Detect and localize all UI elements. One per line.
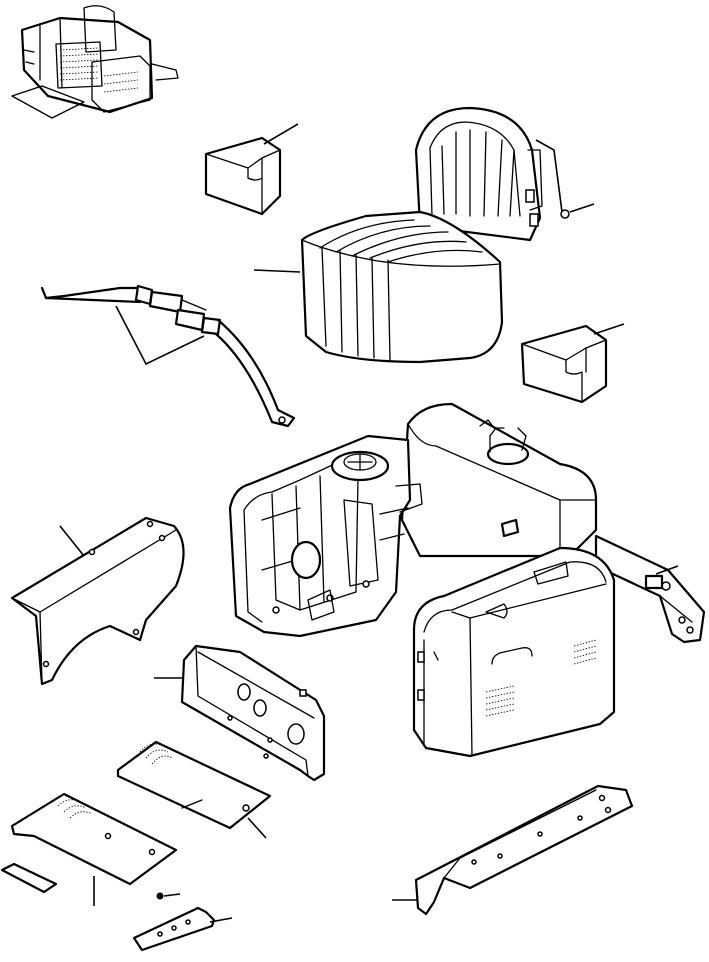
- tank-mount-bracket: [594, 534, 706, 644]
- leader-line-small-bracket: [209, 917, 233, 923]
- leader-line-armrest-right: [593, 323, 625, 335]
- rubber-strip: [0, 862, 58, 894]
- small-bracket: [132, 906, 216, 952]
- leader-line-side-cover: [59, 525, 85, 557]
- assembly-thumbnail: [11, 5, 179, 119]
- floor-plate-lower: [10, 792, 178, 886]
- floor-plate-upper: [116, 740, 272, 830]
- seat-cushion: [300, 210, 504, 364]
- leader-line-armrest-left: [263, 123, 299, 145]
- side-cover-left: [10, 516, 185, 686]
- leader-line-seat-belt: [115, 305, 205, 366]
- washer-icon: [560, 209, 570, 219]
- front-panel: [180, 644, 326, 782]
- long-bracket: [414, 784, 634, 916]
- leader-line-backrest: [535, 139, 563, 213]
- bolt-icon: [156, 892, 181, 900]
- leader-line-floor-upper: [247, 817, 267, 839]
- armrest-pad-right: [520, 324, 608, 404]
- armrest-pad-left: [204, 136, 282, 216]
- leader-line-cushion: [253, 269, 301, 273]
- leader-line-washer: [569, 203, 595, 213]
- control-box: [412, 546, 616, 758]
- seat-stand-frame: [228, 434, 423, 638]
- leader-line-bracket: [655, 565, 679, 575]
- seat-belt: [40, 284, 296, 428]
- seat-backrest: [414, 106, 543, 242]
- fuel-tank: [400, 402, 598, 558]
